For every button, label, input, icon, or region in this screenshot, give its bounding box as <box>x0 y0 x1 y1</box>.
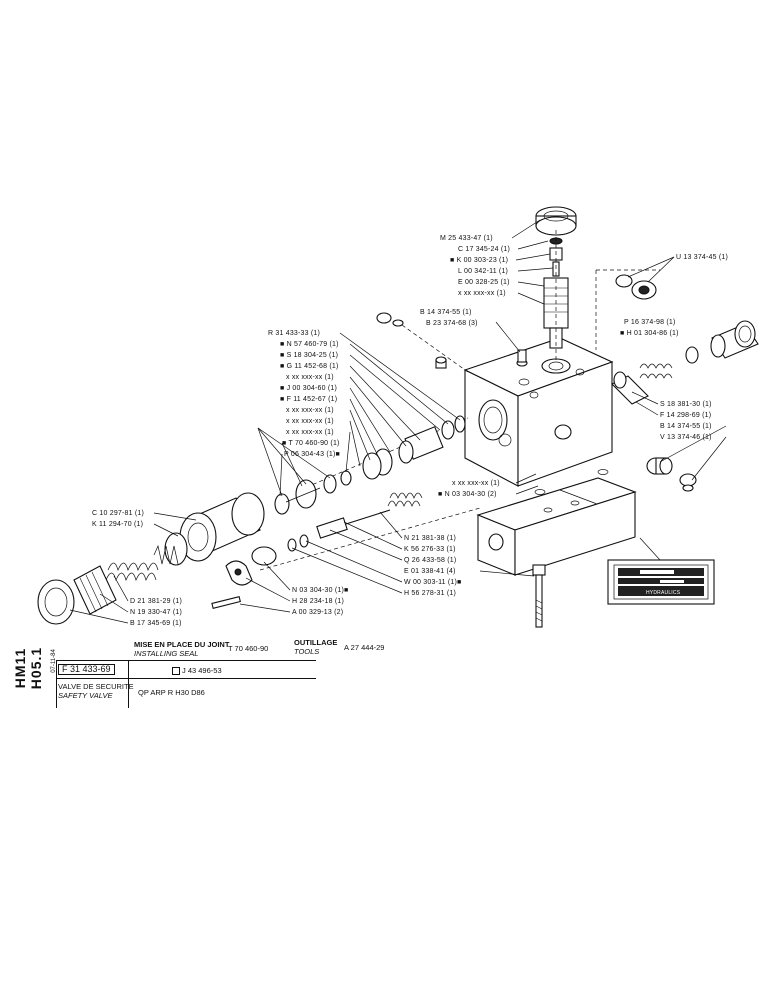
label-k00: ■ K 00 303-23 (1) <box>450 257 508 264</box>
label-h56: H 56 278-31 (1) <box>404 590 456 597</box>
title-en: SAFETY VALVE <box>58 691 113 700</box>
top-left-plugs <box>376 312 528 373</box>
valve-body-block <box>463 337 614 487</box>
install-en: INSTALLING SEAL <box>134 649 199 658</box>
label-c10: C 10 297-81 (1) <box>92 510 144 517</box>
labels-left: R 31 433-33 (1) ■ N 57 460-79 (1) ■ S 18… <box>257 330 461 497</box>
model-code: QP ARP R H30 D86 <box>138 688 205 697</box>
label-x-top: x xx xxx-xx (1) <box>458 290 506 297</box>
nameplate-brand: HYDRAULICS <box>646 590 681 596</box>
label-t70: ■ T 70 460-90 (1) <box>282 440 340 447</box>
label-u13: U 13 374-45 (1) <box>676 254 728 261</box>
label-x-left-2: x xx xxx-xx (1) <box>286 407 334 414</box>
label-n19: N 19 330-47 (1) <box>130 609 182 616</box>
title-frame-divider <box>128 660 129 708</box>
label-c17: C 17 345-24 (1) <box>458 246 510 253</box>
labels-center: N 21 381-38 (1) K 56 276-33 (1) Q 26 433… <box>291 511 535 597</box>
label-b23: B 23 374-68 (3) <box>426 320 478 327</box>
lower-block <box>476 469 637 576</box>
label-f11: ■ F 11 452-67 (1) <box>280 396 337 403</box>
label-x-left-3: x xx xxx-xx (1) <box>286 418 334 425</box>
title-frame-left <box>56 660 57 708</box>
valve-housing <box>153 492 265 566</box>
label-v13: V 13 374-46 (1) <box>660 434 712 441</box>
install-ref: T 70 460-90 <box>228 644 269 653</box>
tools-en: TOOLS <box>294 647 320 656</box>
tools-fr: OUTILLAGE <box>294 638 338 647</box>
labels-right: S 18 381-30 (1) F 14 298-69 (1) B 14 374… <box>438 391 727 498</box>
label-p06: P 06 304-43 (1)■ <box>284 451 340 458</box>
label-f14: F 14 298-69 (1) <box>660 412 711 419</box>
label-e00: E 00 328-25 (1) <box>458 279 510 286</box>
right-plug-assembly <box>611 320 759 405</box>
tools-ref: A 27 444-29 <box>344 643 385 652</box>
label-s18-right: S 18 381-30 (1) <box>660 401 712 408</box>
labels-upper: M 25 433-47 (1) C 17 345-24 (1) ■ K 00 3… <box>420 219 728 353</box>
label-b14-top: B 14 374-55 (1) <box>420 309 472 316</box>
install-seal-block: MISE EN PLACE DU JOINT INSTALLING SEAL <box>134 640 229 658</box>
label-e01: E 01 338-41 (4) <box>404 568 456 575</box>
label-n57: ■ N 57 460-79 (1) <box>280 341 339 348</box>
label-w00: W 00 303-11 (1)■ <box>404 579 462 586</box>
label-a00: A 00 329-13 (2) <box>292 609 343 616</box>
right-lower-plugs <box>646 457 697 492</box>
label-n03-left: N 03 304-30 (1)■ <box>292 587 348 594</box>
tools-block: OUTILLAGE TOOLS <box>294 638 337 656</box>
ref-secondary-block: J 43 496-53 <box>172 666 222 676</box>
label-g11: ■ G 11 452-68 (1) <box>280 363 338 370</box>
label-x-right: x xx xxx-xx (1) <box>452 480 500 487</box>
ref-secondary: J 43 496-53 <box>182 666 222 675</box>
label-x-left-1: x xx xxx-xx (1) <box>286 374 334 381</box>
label-b17: B 17 345-69 (1) <box>130 620 182 627</box>
title-frame-top <box>56 660 316 661</box>
label-d21: D 21 381-29 (1) <box>130 598 182 605</box>
label-k56: K 56 276-33 (1) <box>404 546 456 553</box>
title-fr: VALVE DE SECURITE <box>58 682 134 691</box>
label-n03-right: ■ N 03 304-30 (2) <box>438 491 497 498</box>
install-fr: MISE EN PLACE DU JOINT <box>134 640 230 649</box>
piston-assembly <box>211 492 481 609</box>
bolt <box>532 564 546 628</box>
side-reference: HM11 H05.1 07-11-84 <box>12 630 57 708</box>
label-j00: ■ J 00 304-60 (1) <box>280 385 337 392</box>
labels-lower-left: C 10 297-81 (1) K 11 294-70 (1) D 21 381… <box>69 510 348 627</box>
side-code: HM11 H05.1 <box>12 646 44 690</box>
label-l00: L 00 342-11 (1) <box>458 268 508 275</box>
square-icon <box>172 667 180 676</box>
label-h28: H 28 234-18 (1) <box>292 598 344 605</box>
title-frame-mid <box>56 678 316 679</box>
title-block: VALVE DE SECURITE SAFETY VALVE <box>58 682 134 700</box>
ref-number: F 31 433-69 <box>58 664 115 675</box>
plug-top-right <box>595 269 660 350</box>
label-b14-right: B 14 374-55 (1) <box>660 423 712 430</box>
ref-number-box: F 31 433-69 <box>58 664 115 675</box>
top-cartridge-stack <box>535 206 577 360</box>
label-h01: ■ H 01 304-86 (1) <box>620 330 679 337</box>
label-x-left-4: x xx xxx-xx (1) <box>286 429 334 436</box>
label-r31: R 31 433-33 (1) <box>268 330 320 337</box>
label-p16: P 16 374-98 (1) <box>624 319 676 326</box>
label-q26: Q 26 433-58 (1) <box>404 557 456 564</box>
left-cartridge-stack <box>274 415 469 515</box>
label-k11: K 11 294-70 (1) <box>92 521 143 528</box>
spring-and-cap <box>37 562 159 625</box>
label-n21: N 21 381-38 (1) <box>404 535 456 542</box>
nameplate: HYDRAULICS <box>607 537 715 605</box>
label-s18-left: ■ S 18 304-25 (1) <box>280 352 338 359</box>
label-m25: M 25 433-47 (1) <box>440 235 493 242</box>
